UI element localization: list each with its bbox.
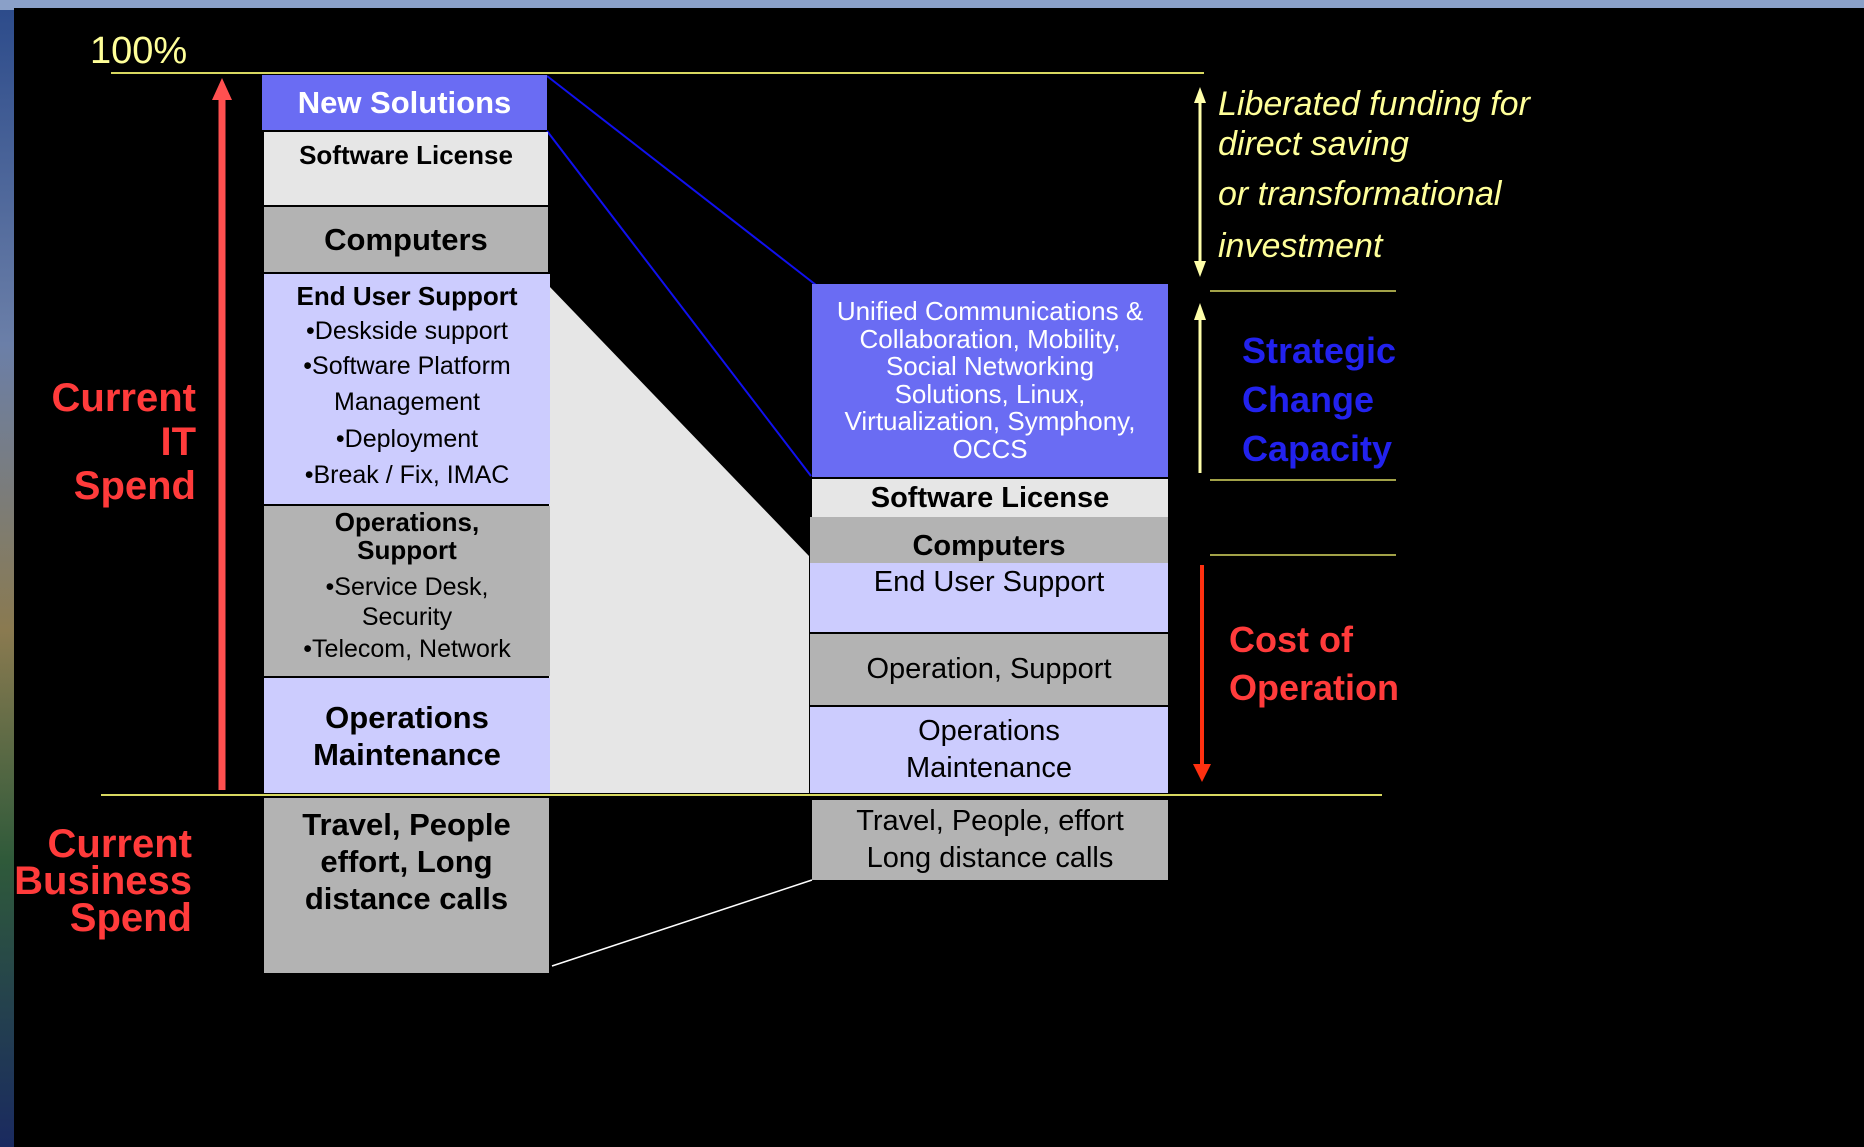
- strategic-line-2: Change: [1242, 379, 1375, 420]
- right-eus-label: End User Support: [873, 566, 1105, 598]
- reduction-shade: [549, 286, 809, 793]
- right-ns-line-5: Virtualization, Symphony,: [844, 406, 1136, 436]
- liberated-arrowhead-top: [1194, 87, 1206, 103]
- liberated-line-2: direct saving: [1218, 125, 1409, 163]
- left-software-license-label: Software License: [299, 140, 513, 170]
- left-opm-line-1: Operations: [325, 699, 489, 735]
- left-computers-label: Computers: [324, 221, 488, 257]
- right-computers-label: Computers: [912, 530, 1066, 562]
- slide-canvas: 100% Current IT Spend Current Business S…: [14, 8, 1864, 1147]
- connector-layer: [101, 72, 1396, 967]
- scale-100-label: 100%: [90, 30, 188, 72]
- left-software-license: Software License: [264, 132, 548, 205]
- strategic-arrowhead: [1194, 303, 1206, 320]
- right-ns-line-3: Social Networking: [885, 351, 1095, 381]
- left-eus-item-3: Management: [334, 388, 480, 416]
- right-travel-line-2: Long distance calls: [866, 842, 1114, 874]
- it-spend-arrowhead: [212, 78, 232, 100]
- liberated-funding-label: Liberated funding for direct saving or t…: [1218, 84, 1578, 272]
- current-it-spend-label: Current IT Spend: [14, 376, 196, 508]
- right-travel: Travel, People, effort Long distance cal…: [812, 800, 1168, 880]
- left-travel: Travel, People effort, Long distance cal…: [264, 798, 549, 973]
- left-end-user-support: End User Support •Deskside support •Soft…: [264, 274, 550, 504]
- right-software-license: Software License: [812, 479, 1168, 517]
- right-computers: Computers: [810, 517, 1168, 563]
- it-spend-line-2: Spend: [73, 464, 196, 508]
- right-software-license-label: Software License: [870, 481, 1110, 514]
- left-ops-title-2: Support: [357, 535, 457, 565]
- cost-arrowhead: [1193, 764, 1211, 782]
- left-eus-title: End User Support: [296, 281, 518, 311]
- liberated-arrowhead-bottom: [1194, 261, 1206, 277]
- left-ops-item-3: •Telecom, Network: [303, 635, 511, 663]
- cost-of-operation-label: Cost of Operation: [1229, 616, 1399, 712]
- strategic-line-1: Strategic: [1242, 330, 1397, 371]
- left-ops-item-1: •Service Desk,: [325, 573, 489, 601]
- strategic-change-capacity-label: Strategic Change Capacity: [1242, 326, 1396, 473]
- right-operations-maintenance: Operations Maintenance: [810, 707, 1168, 793]
- background-image-strip: [0, 0, 14, 1147]
- left-new-solutions: New Solutions: [262, 75, 547, 130]
- right-end-user-support: End User Support: [810, 563, 1168, 632]
- white-connector: [551, 879, 813, 967]
- strategic-line-3: Capacity: [1242, 428, 1393, 469]
- business-spend-line-2: Business: [14, 859, 192, 903]
- liberated-line-3: or transformational: [1218, 175, 1502, 213]
- liberated-line-1: Liberated funding for: [1218, 85, 1530, 123]
- right-ns-line-1: Unified Communications &: [836, 296, 1144, 326]
- right-opm-line-2: Maintenance: [905, 752, 1073, 784]
- left-opm-line-2: Maintenance: [313, 736, 501, 772]
- left-travel-line-1: Travel, People: [302, 807, 511, 842]
- blue-connector-bottom: [546, 130, 812, 477]
- left-ops-title-1: Operations,: [334, 507, 480, 537]
- left-operations-maintenance: Operations Maintenance: [264, 678, 550, 793]
- right-operation-support: Operation, Support: [810, 634, 1168, 705]
- left-eus-item-1: •Deskside support: [306, 317, 508, 345]
- left-travel-line-2: effort, Long: [320, 844, 493, 879]
- it-spend-line-1: Current IT: [51, 376, 196, 464]
- right-ops-label: Operation, Support: [866, 653, 1112, 685]
- right-travel-line-1: Travel, People, effort: [856, 805, 1124, 837]
- cost-line-2: Operation: [1229, 667, 1400, 708]
- liberated-line-4: investment: [1218, 227, 1383, 265]
- left-ops-item-2: Security: [361, 603, 453, 631]
- background-top-strip: [0, 0, 1864, 10]
- blue-connector-top: [546, 75, 817, 286]
- left-computers: Computers: [264, 207, 548, 272]
- left-travel-line-3: distance calls: [304, 881, 509, 916]
- business-spend-line-3: Spend: [69, 896, 192, 940]
- right-opm-line-1: Operations: [918, 715, 1060, 747]
- cost-line-1: Cost of: [1229, 619, 1353, 660]
- left-eus-item-4: •Deployment: [335, 425, 479, 453]
- left-eus-item-5: •Break / Fix, IMAC: [304, 461, 510, 489]
- left-operations-support: Operations, Support •Service Desk, Secur…: [264, 506, 550, 676]
- left-new-solutions-label: New Solutions: [297, 84, 512, 120]
- business-spend-line-1: Current: [47, 822, 192, 866]
- right-ns-line-2: Collaboration, Mobility,: [859, 323, 1121, 354]
- right-ns-line-4: Solutions, Linux,: [894, 378, 1086, 409]
- current-business-spend-label: Current Business Spend: [14, 822, 192, 940]
- right-ns-line-6: OCCS: [952, 433, 1028, 464]
- left-eus-item-2: •Software Platform: [303, 352, 511, 380]
- right-new-solutions-detail: Unified Communications & Collaboration, …: [812, 284, 1168, 477]
